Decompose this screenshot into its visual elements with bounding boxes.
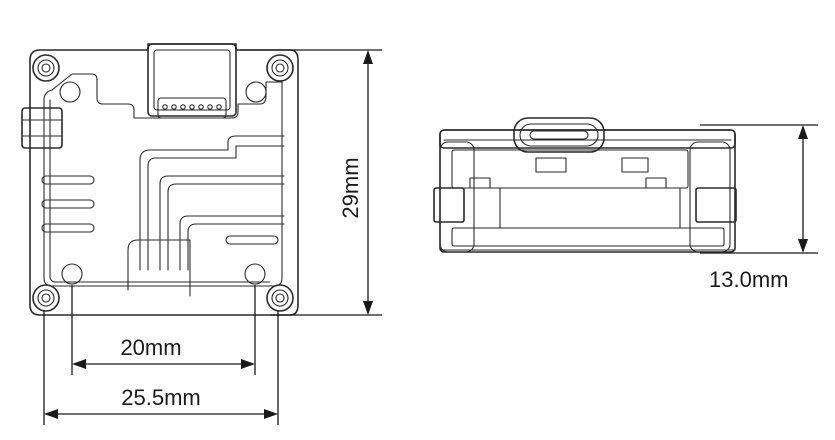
dim-inner-width: 20mm bbox=[71, 285, 256, 375]
channel-pattern bbox=[127, 135, 285, 297]
mount-hole-bottom-right bbox=[266, 284, 294, 312]
inner-hole-bottom-right bbox=[244, 263, 266, 285]
heatsink-fins bbox=[41, 175, 279, 245]
mount-hole-top-right bbox=[266, 54, 294, 82]
dim-height-front-label: 29mm bbox=[338, 157, 363, 218]
inner-hole-top-right bbox=[245, 81, 267, 103]
side-usb-c-port bbox=[513, 117, 605, 153]
dim-outer-width: 25.5mm bbox=[43, 310, 279, 425]
usb-c-connector bbox=[147, 43, 237, 119]
mount-hole-top-left bbox=[32, 54, 60, 82]
front-view bbox=[21, 43, 299, 316]
dim-height-side-label: 13.0mm bbox=[709, 267, 788, 292]
dim-height-front: 29mm bbox=[240, 49, 382, 316]
dim-height-side: 13.0mm bbox=[700, 124, 818, 292]
mount-hole-bottom-left bbox=[32, 284, 60, 312]
side-view bbox=[433, 117, 737, 253]
front-inner-panel bbox=[43, 73, 283, 287]
dim-outer-width-label: 25.5mm bbox=[121, 385, 200, 410]
front-body-outline bbox=[29, 43, 299, 316]
front-side-tab bbox=[21, 107, 63, 149]
inner-hole-bottom-left bbox=[61, 263, 83, 285]
inner-hole-top-left bbox=[59, 81, 81, 103]
dim-inner-width-label: 20mm bbox=[120, 335, 181, 360]
